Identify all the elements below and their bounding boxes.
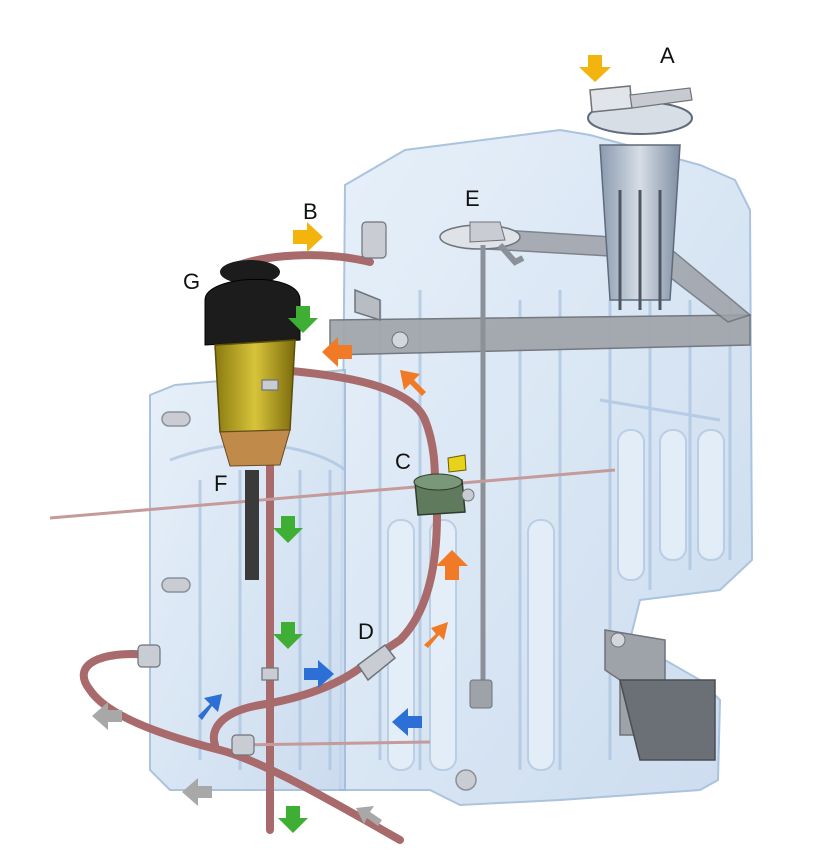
label-a: A bbox=[660, 43, 675, 68]
vent-float bbox=[469, 679, 493, 709]
strainer-body bbox=[356, 643, 397, 682]
filter-bowl bbox=[214, 339, 296, 433]
filter-top-cap bbox=[220, 260, 280, 284]
strap-hook bbox=[354, 288, 381, 322]
flow-arrow-orange-1 bbox=[322, 337, 352, 367]
tank-rib-pockets bbox=[387, 429, 725, 771]
pump-connector bbox=[447, 454, 467, 473]
fitting-left bbox=[137, 644, 161, 668]
inline-strainer bbox=[356, 643, 397, 682]
hose-pump-to-strainer bbox=[381, 511, 441, 654]
strap-bolt bbox=[391, 331, 409, 349]
upper-strap bbox=[329, 314, 751, 356]
mount-bolt-group bbox=[161, 411, 477, 791]
flow-arrow-orange-3 bbox=[436, 550, 468, 580]
label-c: C bbox=[395, 449, 411, 474]
flow-arrow-orange-4 bbox=[424, 622, 448, 648]
drain-plug bbox=[455, 769, 477, 791]
pump-fitting bbox=[461, 488, 475, 502]
mount-bolt-2 bbox=[161, 577, 191, 593]
hose-return-loop bbox=[79, 650, 404, 844]
label-f: F bbox=[214, 471, 228, 496]
label-d: D bbox=[358, 619, 374, 644]
fuel-sender-unit bbox=[587, 85, 693, 310]
sender-cap bbox=[589, 85, 633, 113]
fitting-lower bbox=[231, 734, 255, 756]
flow-arrow-blue-3 bbox=[392, 708, 422, 736]
flow-arrow-green-2 bbox=[273, 516, 303, 543]
fitting-b bbox=[361, 221, 387, 259]
flow-arrow-orange-2 bbox=[400, 370, 426, 396]
vent-body bbox=[469, 221, 506, 243]
filter-head bbox=[204, 278, 301, 346]
flow-arrows bbox=[92, 55, 611, 833]
flow-arrow-gray-3 bbox=[356, 806, 382, 826]
lower-bracket-block bbox=[619, 679, 716, 761]
flow-arrow-gray-1 bbox=[92, 702, 122, 730]
hose-strainer-return bbox=[209, 664, 364, 749]
flow-arrow-green-1 bbox=[288, 306, 318, 333]
mounting-straps bbox=[329, 227, 752, 761]
label-e: E bbox=[465, 186, 480, 211]
sender-connector bbox=[629, 87, 693, 109]
mount-bolt-1 bbox=[161, 411, 191, 427]
sender-rods bbox=[618, 190, 662, 310]
lower-bracket-bolt bbox=[610, 632, 626, 648]
flow-arrow-green-3 bbox=[273, 622, 303, 649]
vent-elbow bbox=[497, 243, 525, 266]
cross-rod bbox=[49, 468, 616, 747]
flow-arrow-gray-2 bbox=[182, 778, 212, 806]
fuel-in-arrow-b bbox=[293, 222, 323, 252]
flow-arrow-blue-1 bbox=[304, 660, 334, 688]
filter-base bbox=[219, 429, 291, 467]
fuel-in-arrow-a bbox=[579, 55, 611, 82]
fuel-filter bbox=[204, 260, 301, 580]
label-b: B bbox=[303, 199, 318, 224]
hose-fittings bbox=[137, 221, 387, 756]
label-g: G bbox=[183, 269, 201, 294]
flow-arrow-blue-2 bbox=[198, 694, 222, 720]
clamp-2 bbox=[261, 667, 279, 681]
vent-valve bbox=[439, 221, 525, 709]
clamp-1 bbox=[261, 379, 279, 391]
hose-filter-to-pump bbox=[276, 366, 439, 489]
flow-arrow-green-4 bbox=[278, 806, 308, 833]
filter-drain bbox=[245, 470, 259, 580]
lift-pump bbox=[413, 454, 475, 516]
pump-top bbox=[413, 473, 463, 491]
